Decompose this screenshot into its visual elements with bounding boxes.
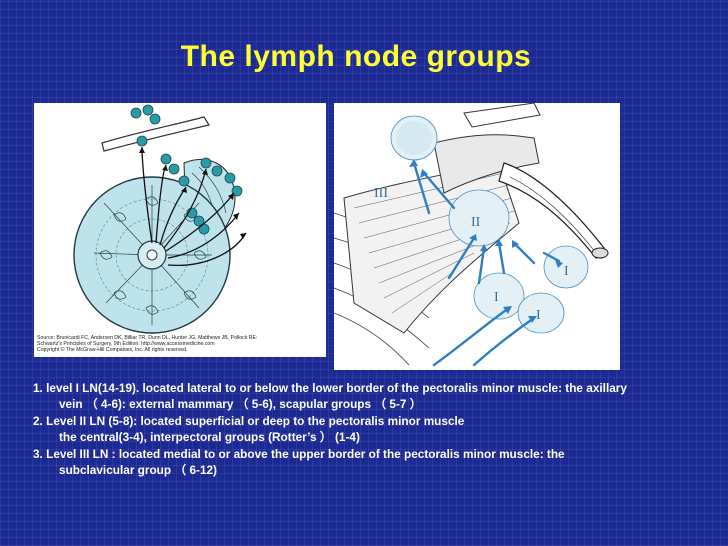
caption-line: Source: Brunicardi FC, Andersen DK, Bill… (37, 335, 258, 341)
caption-line: Schwartz's Principles of Surgery, 9th Ed… (37, 341, 215, 347)
level-label: I (564, 264, 569, 279)
note-level-3-line1: 3. Level III LN : located medial to or a… (33, 446, 565, 461)
note-level-3-line2: subclavicular group （ 6-12) (59, 463, 217, 478)
note-level-1-line2: vein （ 4-6): external mammary （ 5-6), sc… (59, 397, 422, 412)
level-label: III (374, 186, 388, 201)
level-label: I (536, 308, 541, 323)
slide-title: The lymph node groups (180, 40, 532, 73)
breast-drainage-drawing (73, 104, 247, 334)
caption-line: Copyright © The McGraw-Hill Companies, I… (37, 347, 188, 353)
level-label: I (494, 290, 499, 305)
figure-source-caption: Source: Brunicardi FC, Andersen DK, Bill… (37, 335, 323, 353)
breast-lymph-illustration: Source: Brunicardi FC, Andersen DK, Bill… (34, 103, 326, 357)
note-level-2-line2: the central(3-4), interpectoral groups (… (59, 430, 360, 445)
lymph-node-notes: 1. level I LN(14-19). located lateral to… (33, 380, 723, 478)
level-label: II (471, 215, 481, 230)
note-level-2-line1: 2. Level II LN (5-8): located superficia… (33, 413, 465, 428)
note-level-1-line1: 1. level I LN(14-19). located lateral to… (33, 381, 627, 395)
axillary-levels-illustration: III II I I I (333, 102, 620, 370)
axillary-levels-drawing: III II I I I (333, 102, 609, 367)
